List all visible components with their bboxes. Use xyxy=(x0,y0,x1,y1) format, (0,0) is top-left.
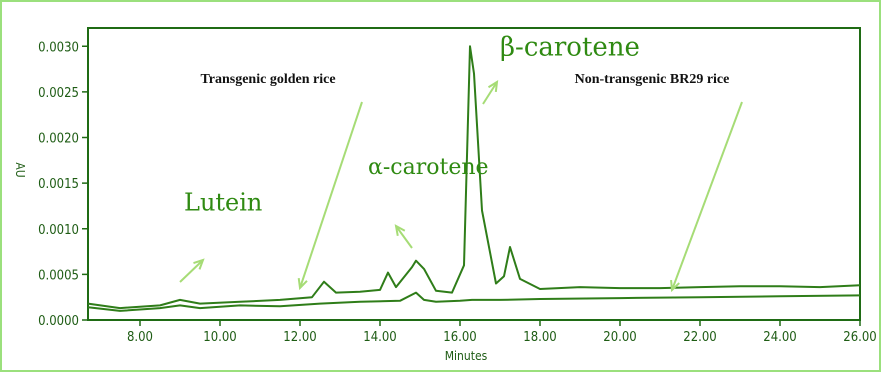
x-tick-label: 12.00 xyxy=(283,330,316,345)
arrow-transgenic xyxy=(297,101,363,291)
y-tick-label: 0.0005 xyxy=(38,268,79,283)
y-tick-label: 0.0020 xyxy=(38,132,79,147)
x-tick-label: 24.00 xyxy=(763,330,796,345)
annotation-alpha-carotene: α-carotene xyxy=(368,155,489,180)
y-tick-label: 0.0000 xyxy=(38,314,79,329)
y-axis-title: AU xyxy=(13,162,27,177)
arrow-beta-carotene xyxy=(482,80,499,105)
chromatogram-trace-2 xyxy=(87,291,861,312)
x-tick-label: 22.00 xyxy=(683,330,716,345)
x-tick-label: 18.00 xyxy=(523,330,556,345)
x-tick-label: 26.00 xyxy=(843,330,876,345)
x-tick-label: 10.00 xyxy=(203,330,236,345)
arrow-non-transgenic xyxy=(670,101,743,293)
annotation-beta-carotene: β-carotene xyxy=(500,32,640,62)
y-tick-label: 0.0010 xyxy=(38,223,79,238)
x-tick-label: 20.00 xyxy=(603,330,636,345)
x-tick-label: 14.00 xyxy=(363,330,396,345)
x-axis-title: Minutes xyxy=(445,349,488,363)
y-tick-label: 0.0030 xyxy=(38,40,79,55)
y-tick-label: 0.0015 xyxy=(38,177,79,192)
chromatogram-trace-1 xyxy=(87,45,861,310)
y-tick-label: 0.0025 xyxy=(38,86,79,101)
x-tick-label: 16.00 xyxy=(443,330,476,345)
plot-frame xyxy=(87,27,861,321)
annotation-transgenic-golden-rice: Transgenic golden rice xyxy=(200,72,335,87)
x-tick-label: 8.00 xyxy=(127,330,153,345)
annotation-non-transgenic-br29-rice: Non-transgenic BR29 rice xyxy=(575,72,730,87)
arrow-alpha-carotene xyxy=(394,224,413,249)
arrow-lutein xyxy=(179,258,205,283)
annotation-lutein: Lutein xyxy=(184,189,262,217)
